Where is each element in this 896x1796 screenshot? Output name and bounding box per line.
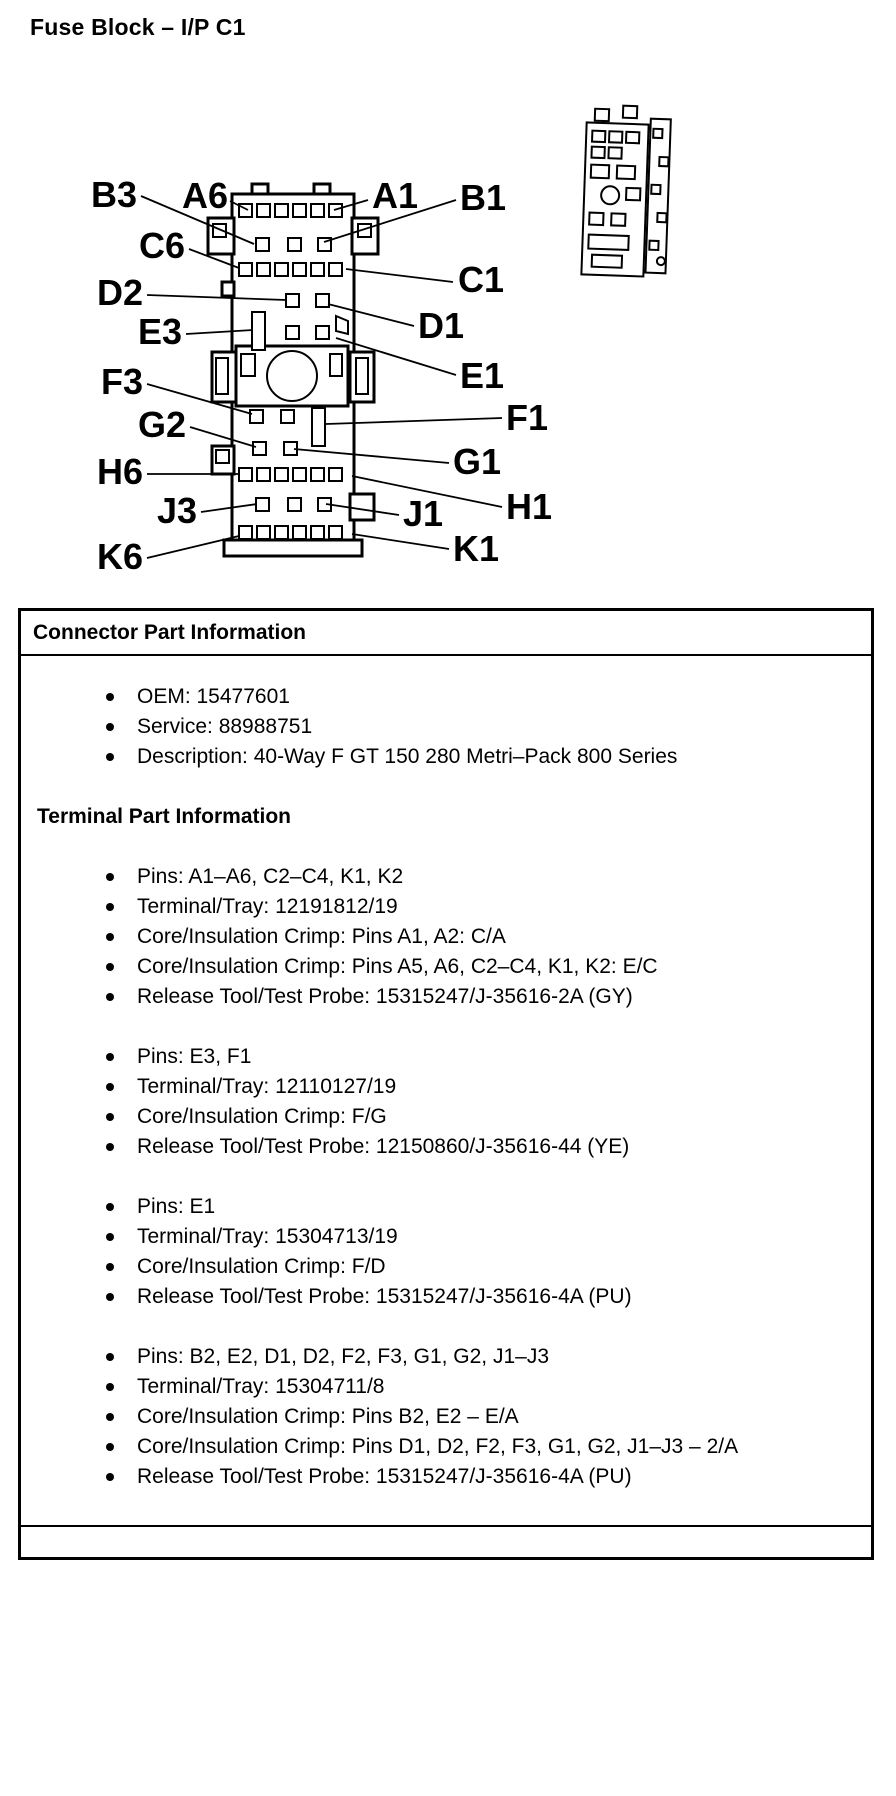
connector-front-view <box>206 182 380 558</box>
info-panel-body: OEM: 15477601 Service: 88988751 Descript… <box>21 656 871 1525</box>
callout-g2: G2 <box>138 404 186 445</box>
list-item: Pins: A1–A6, C2–C4, K1, K2 <box>106 862 855 892</box>
connector-info-header: Connector Part Information <box>21 611 871 656</box>
pin-row-k <box>238 525 343 540</box>
pin-row-j <box>255 497 332 512</box>
panel-footer-line <box>21 1525 871 1557</box>
list-item: Release Tool/Test Probe: 15315247/J-3561… <box>106 1282 855 1312</box>
list-item: Terminal/Tray: 15304713/19 <box>106 1222 855 1252</box>
connector-diagram-area: B3 A6 A1 B1 C6 C1 D2 D1 E3 E1 F3 F1 G2 G… <box>0 58 896 603</box>
callout-k6: K6 <box>97 536 143 577</box>
callout-h6: H6 <box>97 451 143 492</box>
callout-e1: E1 <box>460 355 504 396</box>
list-item: Core/Insulation Crimp: Pins B2, E2 – E/A <box>106 1402 855 1432</box>
callout-k1: K1 <box>453 528 499 569</box>
list-item: Description: 40-Way F GT 150 280 Metri–P… <box>106 742 855 772</box>
list-item: Core/Insulation Crimp: F/D <box>106 1252 855 1282</box>
terminal-group-3: Pins: E1 Terminal/Tray: 15304713/19 Core… <box>37 1192 855 1312</box>
list-item: Release Tool/Test Probe: 15315247/J-3561… <box>106 982 855 1012</box>
terminal-group-4: Pins: B2, E2, D1, D2, F2, F3, G1, G2, J1… <box>37 1342 855 1492</box>
callout-j1: J1 <box>403 493 443 534</box>
list-item: Terminal/Tray: 15304711/8 <box>106 1372 855 1402</box>
list-item: Pins: B2, E2, D1, D2, F2, F3, G1, G2, J1… <box>106 1342 855 1372</box>
list-item: Core/Insulation Crimp: Pins A5, A6, C2–C… <box>106 952 855 982</box>
pin-row-h <box>238 467 343 482</box>
list-item: Core/Insulation Crimp: F/G <box>106 1102 855 1132</box>
mounting-circle <box>266 350 318 402</box>
callout-a6: A6 <box>182 175 228 216</box>
callout-labels: B3 A6 A1 B1 C6 C1 D2 D1 E3 E1 F3 F1 G2 G… <box>91 174 552 577</box>
callout-d1: D1 <box>418 305 464 346</box>
pin-row-f <box>249 407 326 447</box>
pin-row-e <box>251 311 330 351</box>
page-title: Fuse Block – I/P C1 <box>30 14 246 40</box>
list-item: Terminal/Tray: 12191812/19 <box>106 892 855 922</box>
callout-b1: B1 <box>460 177 506 218</box>
list-item: Release Tool/Test Probe: 12150860/J-3561… <box>106 1132 855 1162</box>
list-item: Release Tool/Test Probe: 15315247/J-3561… <box>106 1462 855 1492</box>
terminal-info-title: Terminal Part Information <box>37 805 291 828</box>
callout-c1: C1 <box>458 259 504 300</box>
connector-info-list: OEM: 15477601 Service: 88988751 Descript… <box>37 682 855 772</box>
callout-h1: H1 <box>506 486 552 527</box>
list-item: Terminal/Tray: 12110127/19 <box>106 1072 855 1102</box>
pin-row-b <box>255 237 332 252</box>
callout-g1: G1 <box>453 441 501 482</box>
terminal-group-1: Pins: A1–A6, C2–C4, K1, K2 Terminal/Tray… <box>37 862 855 1012</box>
callout-j3: J3 <box>157 490 197 531</box>
list-item: Core/Insulation Crimp: Pins A1, A2: C/A <box>106 922 855 952</box>
list-item: Core/Insulation Crimp: Pins D1, D2, F2, … <box>106 1432 855 1462</box>
pin-row-d <box>285 293 330 308</box>
callout-c6: C6 <box>139 225 185 266</box>
callout-f3: F3 <box>101 361 143 402</box>
pin-row-c <box>238 262 343 277</box>
leader-lines <box>140 195 503 559</box>
list-item: Pins: E1 <box>106 1192 855 1222</box>
list-item: Service: 88988751 <box>106 712 855 742</box>
list-item: OEM: 15477601 <box>106 682 855 712</box>
list-item: Pins: E3, F1 <box>106 1042 855 1072</box>
connector-diagram: B3 A6 A1 B1 C6 C1 D2 D1 E3 E1 F3 F1 G2 G… <box>91 104 672 577</box>
callout-e3: E3 <box>138 311 182 352</box>
callout-b3: B3 <box>91 174 137 215</box>
callout-d2: D2 <box>97 272 143 313</box>
info-panel: Connector Part Information OEM: 15477601… <box>18 608 874 1560</box>
connector-side-view <box>580 104 672 278</box>
terminal-group-2: Pins: E3, F1 Terminal/Tray: 12110127/19 … <box>37 1042 855 1162</box>
callout-f1: F1 <box>506 397 548 438</box>
callout-a1: A1 <box>372 175 418 216</box>
connector-inner-details <box>212 223 372 464</box>
